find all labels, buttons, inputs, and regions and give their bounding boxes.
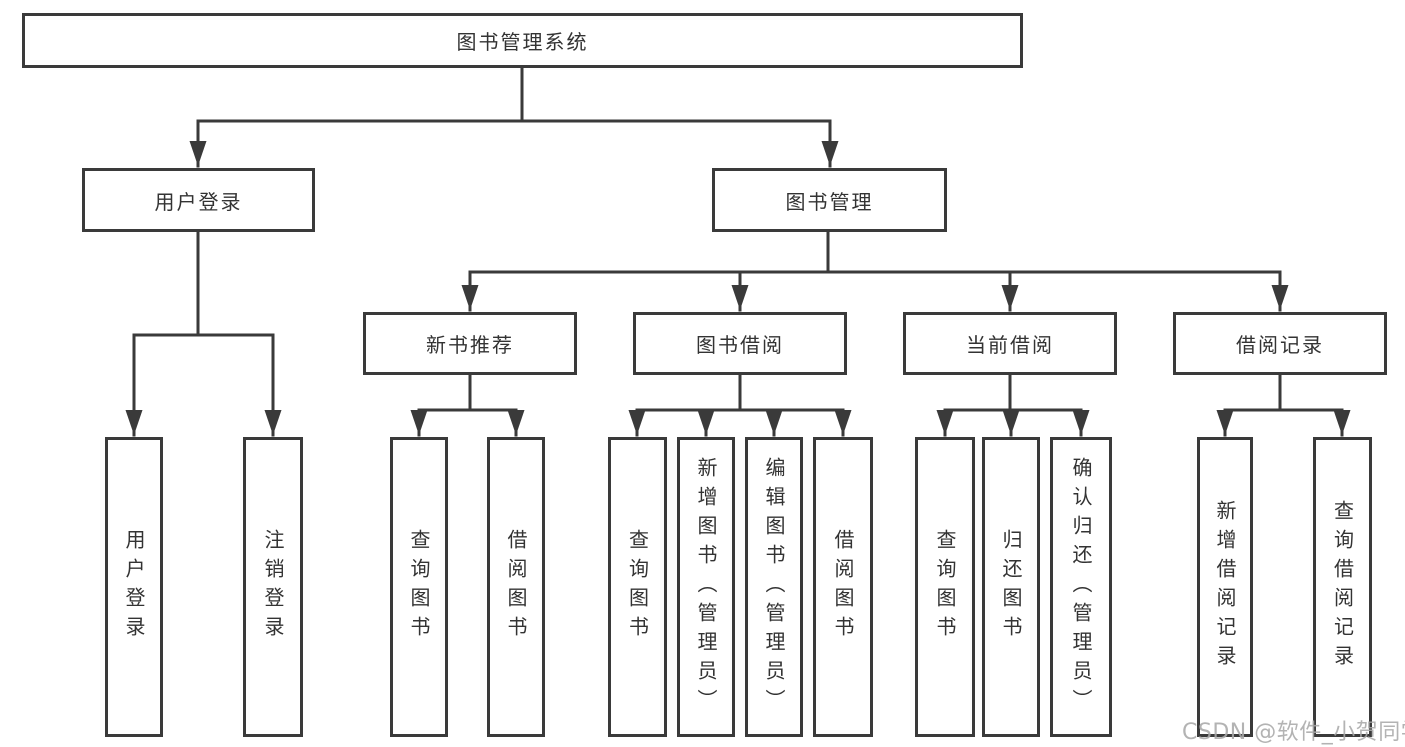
node-label: 查询借阅记录 bbox=[1330, 500, 1355, 674]
leaf-recommend-query-books: 查询图书 bbox=[390, 437, 448, 737]
leaf-logout: 注销登录 bbox=[243, 437, 303, 737]
node-book-management: 图书管理 bbox=[712, 168, 947, 232]
node-label: 确认归还（管理员） bbox=[1069, 456, 1093, 718]
node-label: 图书管理系统 bbox=[456, 30, 589, 54]
leaf-borrowing-query-books: 查询图书 bbox=[608, 437, 667, 737]
leaf-records-add-borrow-record: 新增借阅记录 bbox=[1197, 437, 1253, 737]
leaf-current-return-books: 归还图书 bbox=[982, 437, 1040, 737]
leaf-borrowing-edit-books-admin: 编辑图书（管理员） bbox=[745, 437, 803, 737]
node-label: 查询图书 bbox=[933, 529, 957, 645]
csdn-watermark: CSDN @软件_小贺同学 bbox=[1182, 720, 1405, 745]
leaf-current-confirm-return-admin: 确认归还（管理员） bbox=[1050, 437, 1112, 737]
node-borrowing-records: 借阅记录 bbox=[1173, 312, 1387, 375]
node-label: 借阅图书 bbox=[504, 529, 528, 645]
node-label: 新增图书（管理员） bbox=[694, 456, 718, 718]
node-label: 用户登录 bbox=[122, 529, 146, 645]
node-new-book-recommendation: 新书推荐 bbox=[363, 312, 577, 375]
node-label: 归还图书 bbox=[999, 529, 1023, 645]
leaf-borrowing-add-books-admin: 新增图书（管理员） bbox=[677, 437, 735, 737]
node-label: 图书借阅 bbox=[696, 333, 784, 357]
leaf-records-query-borrow-record: 查询借阅记录 bbox=[1313, 437, 1372, 737]
node-library-management-system: 图书管理系统 bbox=[22, 13, 1023, 68]
node-label: 新增借阅记录 bbox=[1213, 500, 1237, 674]
leaf-current-query-books: 查询图书 bbox=[915, 437, 975, 737]
node-label: 借阅图书 bbox=[831, 529, 855, 645]
leaf-recommend-borrow-books: 借阅图书 bbox=[487, 437, 545, 737]
leaf-borrowing-borrow-books: 借阅图书 bbox=[813, 437, 873, 737]
node-book-borrowing: 图书借阅 bbox=[633, 312, 847, 375]
node-label: 用户登录 bbox=[154, 189, 243, 214]
node-label: 借阅记录 bbox=[1236, 333, 1324, 357]
node-current-borrowing: 当前借阅 bbox=[903, 312, 1117, 375]
node-label: 查询图书 bbox=[407, 529, 431, 645]
node-user-login: 用户登录 bbox=[82, 168, 315, 232]
node-label: 查询图书 bbox=[625, 529, 650, 645]
node-label: 图书管理 bbox=[785, 189, 874, 214]
leaf-user-login: 用户登录 bbox=[105, 437, 163, 737]
node-label: 编辑图书（管理员） bbox=[762, 456, 786, 718]
node-label: 新书推荐 bbox=[426, 333, 514, 357]
node-label: 当前借阅 bbox=[966, 333, 1054, 357]
node-label: 注销登录 bbox=[261, 529, 285, 645]
